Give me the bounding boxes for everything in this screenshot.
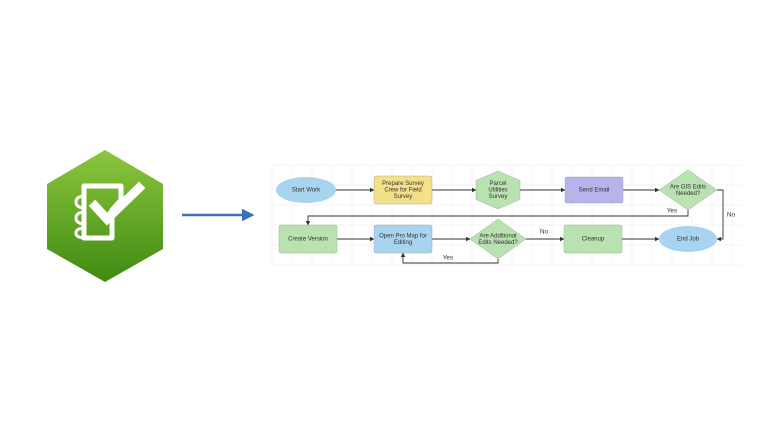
flow-node-shape (564, 176, 624, 204)
flow-node-shape (563, 224, 623, 254)
flow-node-label: Survey (489, 194, 508, 200)
flow-node-label: Send Email (579, 188, 610, 194)
flow-node-version: Create Version (278, 224, 338, 254)
flow-node-shape (373, 224, 433, 254)
flow-edge-label: No (540, 229, 549, 236)
flow-node-label: Parcel (489, 181, 506, 187)
flow-node-label: Are Additional (479, 233, 516, 239)
flow-node-shape (475, 170, 521, 210)
flow-node-shape (373, 175, 433, 205)
flow-node-shape (276, 177, 336, 203)
flow-edge-label: No (727, 212, 736, 219)
flow-node-label: Create Version (288, 237, 328, 243)
flow-edge-label: Yes (443, 255, 454, 262)
survey123-clipboard-check-icon (47, 150, 163, 282)
flow-node-label: Crew for Field (384, 188, 421, 194)
flow-edge-additional-to-openpro (400, 252, 499, 264)
flow-edge-label: Yes (667, 208, 678, 215)
flow-edge-gis-to-end (716, 189, 724, 242)
flow-node-label: Prepare Survey (382, 181, 424, 187)
flow-node-label: Survey (394, 194, 413, 200)
flow-node-label: Edits Needed? (478, 240, 518, 246)
flow-node-shape (658, 169, 718, 211)
flow-node-shape (278, 224, 338, 254)
flow-node-label: Start Work (292, 188, 321, 194)
flow-node-label: Open Pro Map for (379, 233, 427, 239)
flow-node-label: Needed? (676, 191, 701, 197)
flow-node-shape (469, 218, 527, 260)
flow-node-label: End Job (677, 237, 700, 243)
flow-node-cleanup: Cleanup (563, 224, 623, 254)
flow-node-start: Start Work (276, 177, 336, 203)
flow-node-label: Cleanup (582, 237, 605, 243)
flow-node-email: Send Email (564, 176, 624, 204)
flowchart-edges (305, 187, 724, 264)
flow-node-end: End Job (659, 226, 717, 252)
flow-edge-gis-to-version (305, 210, 689, 226)
flow-node-label: Are GIS Edits (670, 184, 706, 190)
flow-node-label: Utilities (488, 188, 507, 194)
flow-node-shape (659, 226, 717, 252)
flow-node-label: Editing (394, 240, 412, 246)
